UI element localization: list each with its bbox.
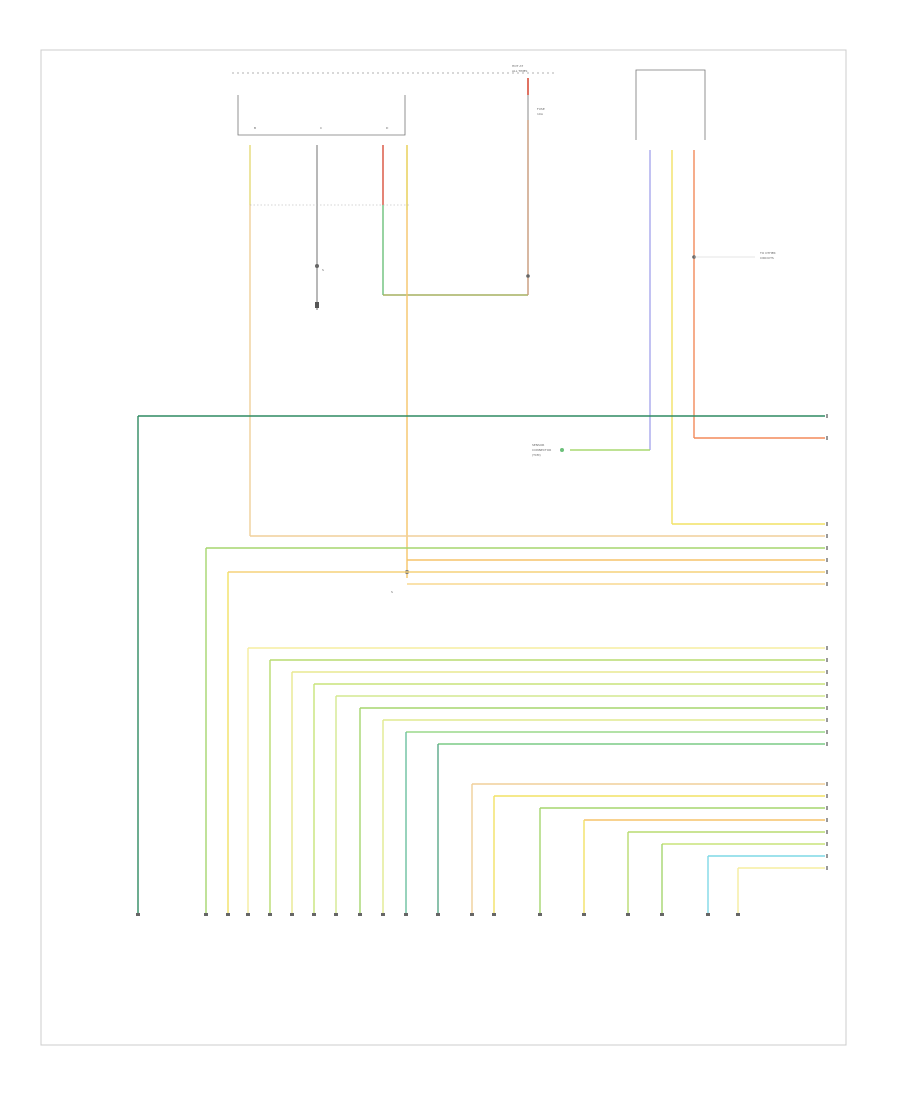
svg-text:FUSE: FUSE — [537, 107, 545, 111]
svg-text:ALL TIMES: ALL TIMES — [512, 69, 528, 73]
svg-text:S: S — [322, 268, 324, 272]
svg-text:S: S — [391, 590, 393, 594]
svg-text:CONNECTOR: CONNECTOR — [532, 448, 551, 452]
ground-symbol — [315, 302, 319, 308]
svg-text:10A: 10A — [537, 112, 544, 116]
splice-ground — [315, 264, 319, 268]
svg-text:CIRCUITS: CIRCUITS — [760, 256, 774, 260]
blue-wire-end — [560, 448, 564, 452]
svg-text:SENSOR: SENSOR — [532, 443, 544, 447]
component-fuse-block: HOT AT ALL TIMES FUSE 10A — [512, 64, 545, 116]
component-transmission-range-sensor: B C D — [237, 95, 406, 136]
bottom-pin-ends — [136, 913, 740, 916]
diagram-border — [40, 49, 847, 1046]
wire-group-3 — [471, 783, 825, 915]
svg-text:B: B — [254, 126, 256, 130]
splice-fuse — [526, 274, 530, 278]
svg-text:TO OTHER: TO OTHER — [759, 251, 776, 255]
right-edge-pins — [826, 414, 828, 870]
svg-text:(TCM): (TCM) — [532, 453, 541, 457]
component-right-module — [635, 69, 706, 140]
wire-group-2 — [247, 647, 825, 915]
svg-text:HOT AT: HOT AT — [512, 64, 523, 68]
svg-text:C: C — [320, 126, 322, 130]
svg-text:D: D — [386, 126, 389, 130]
